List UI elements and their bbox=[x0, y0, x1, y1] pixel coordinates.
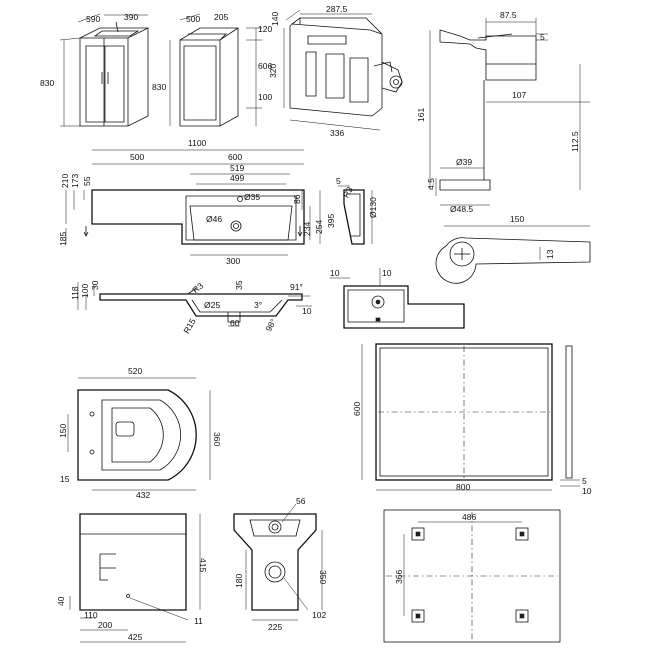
basin-sec-118: 118 bbox=[70, 286, 80, 300]
tap-plan-length: 150 bbox=[510, 214, 524, 224]
wc-back-225: 225 bbox=[268, 622, 282, 632]
basin-d173: 173 bbox=[70, 174, 80, 188]
basin-sec-91: 91° bbox=[290, 282, 303, 292]
basin-d210: 210 bbox=[60, 174, 70, 188]
vanity-side-width: 205 bbox=[214, 12, 228, 22]
wc-plan-depth: 360 bbox=[212, 432, 222, 446]
vanity-side-depth: 500 bbox=[186, 14, 200, 24]
basin-sec-r15: R15 bbox=[181, 316, 198, 335]
basin-sec-98: 98° bbox=[263, 317, 278, 333]
vanity-width-label: 590 bbox=[86, 14, 100, 24]
basin-d86: 86 bbox=[292, 194, 302, 204]
mirror-height-label: 600 bbox=[352, 402, 362, 416]
basin-shelf-width: 500 bbox=[130, 152, 144, 162]
vanity-side-mid: 606 bbox=[258, 61, 272, 71]
cistern-width: 336 bbox=[330, 128, 344, 138]
cistern-top-width: 287.5 bbox=[326, 4, 348, 14]
mirror-front: 600 800 5 10 bbox=[352, 343, 592, 496]
mirror-back: 486 366 bbox=[383, 509, 561, 643]
wc-plan: 520 360 150 15 432 bbox=[58, 366, 222, 500]
cistern-top-depth: 140 bbox=[270, 12, 280, 26]
wc-back-350: 350 bbox=[318, 570, 328, 584]
basin-waste-hole: Ø46 bbox=[206, 214, 222, 224]
mirror-depth10-label: 10 bbox=[582, 486, 592, 496]
basin-bowl-300: 300 bbox=[226, 256, 240, 266]
mirror-back-486: 486 bbox=[462, 512, 476, 522]
basin-sec-60: 60 bbox=[230, 318, 240, 328]
tap-reach-dim: 107 bbox=[512, 90, 526, 100]
basin-sec-r3: R3 bbox=[190, 280, 205, 295]
basin-sec-10: 10 bbox=[302, 306, 312, 316]
basin-w499: 499 bbox=[230, 173, 244, 183]
vanity-front-view: 590 390 830 bbox=[40, 12, 149, 127]
basin-side-r3: R3 bbox=[341, 185, 355, 200]
wc-back-102: 102 bbox=[312, 610, 326, 620]
basin-d55: 55 bbox=[82, 176, 92, 186]
tap-top-dim: 5 bbox=[540, 32, 545, 42]
mirror-width-label: 800 bbox=[456, 482, 470, 492]
wc-side-200: 200 bbox=[98, 620, 112, 630]
basin-w519: 519 bbox=[230, 163, 244, 173]
tap-elevation: 87.5 5 161 107 112.5 Ø39 4.5 Ø48.5 bbox=[416, 10, 590, 214]
basin-tap-hole: Ø35 bbox=[244, 192, 260, 202]
mirror-depth5-label: 5 bbox=[582, 476, 587, 486]
wc-side-110: 110 bbox=[84, 610, 98, 620]
wc-back-180: 180 bbox=[234, 574, 244, 588]
basin-plan-10a: 10 bbox=[330, 268, 340, 278]
tap-flange-dim: Ø48.5 bbox=[450, 204, 473, 214]
vanity-height-label: 830 bbox=[40, 78, 54, 88]
basin-sec-25: Ø25 bbox=[204, 300, 220, 310]
tap-plan: 150 13 bbox=[435, 214, 591, 284]
basin-d234: 234 bbox=[302, 222, 312, 236]
basin-bowl-span: 600 bbox=[228, 152, 242, 162]
wc-plan-150: 150 bbox=[58, 424, 68, 438]
basin-d254: 254 bbox=[314, 220, 324, 234]
wc-plan-432: 432 bbox=[136, 490, 150, 500]
tap-plan-offset: 13 bbox=[545, 249, 555, 259]
vanity-side-height: 830 bbox=[152, 82, 166, 92]
basin-side-5: 5 bbox=[336, 176, 341, 186]
basin-side-130: Ø130 bbox=[368, 197, 378, 218]
wc-side: 415 40 110 200 425 11 bbox=[56, 513, 208, 643]
basin-small-plan: 10 10 bbox=[330, 268, 465, 329]
basin-d185: 185 bbox=[58, 232, 68, 246]
basin-sec-3: 3° bbox=[254, 300, 262, 310]
wc-side-425: 425 bbox=[128, 632, 142, 642]
vanity-depth-label: 390 bbox=[124, 12, 138, 22]
tap-base-h-dim: 4.5 bbox=[426, 178, 436, 190]
basin-sec-100: 100 bbox=[80, 284, 90, 298]
basin-d395: 395 bbox=[326, 214, 336, 228]
basin-plan: 1100 500 600 519 499 Ø35 Ø46 300 210 173… bbox=[58, 138, 336, 266]
basin-side-section: 5 R3 Ø130 bbox=[336, 176, 378, 245]
tap-spout-dim: 87.5 bbox=[500, 10, 517, 20]
wc-back: 56 350 180 225 102 bbox=[233, 496, 328, 632]
wc-side-40: 40 bbox=[56, 596, 66, 606]
cistern-height: 320 bbox=[268, 64, 278, 78]
basin-total-width: 1100 bbox=[188, 138, 207, 148]
tap-height-dim: 161 bbox=[416, 108, 426, 122]
tap-body-height-dim: 112.5 bbox=[570, 131, 580, 152]
cistern-view: 287.5 140 320 336 bbox=[268, 4, 403, 138]
vanity-side-top: 120 bbox=[258, 24, 272, 34]
wc-back-56: 56 bbox=[296, 496, 306, 506]
wc-plan-15: 15 bbox=[60, 474, 70, 484]
wc-plan-width: 520 bbox=[128, 366, 142, 376]
basin-sec-35: 35 bbox=[234, 280, 244, 290]
mirror-back-366: 366 bbox=[394, 570, 404, 584]
tap-base-dia-dim: Ø39 bbox=[456, 157, 472, 167]
vanity-side-view: 500 205 120 606 100 830 bbox=[152, 12, 272, 127]
wc-side-height: 415 bbox=[198, 558, 208, 572]
vanity-side-bottom: 100 bbox=[258, 92, 272, 102]
basin-plan-10b: 10 bbox=[382, 268, 392, 278]
basin-cross-section: 118 100 30 R3 35 Ø25 3° R15 60 98° 91° 1… bbox=[70, 280, 312, 335]
wc-side-11: 11 bbox=[194, 616, 203, 626]
basin-sec-30: 30 bbox=[90, 280, 100, 290]
